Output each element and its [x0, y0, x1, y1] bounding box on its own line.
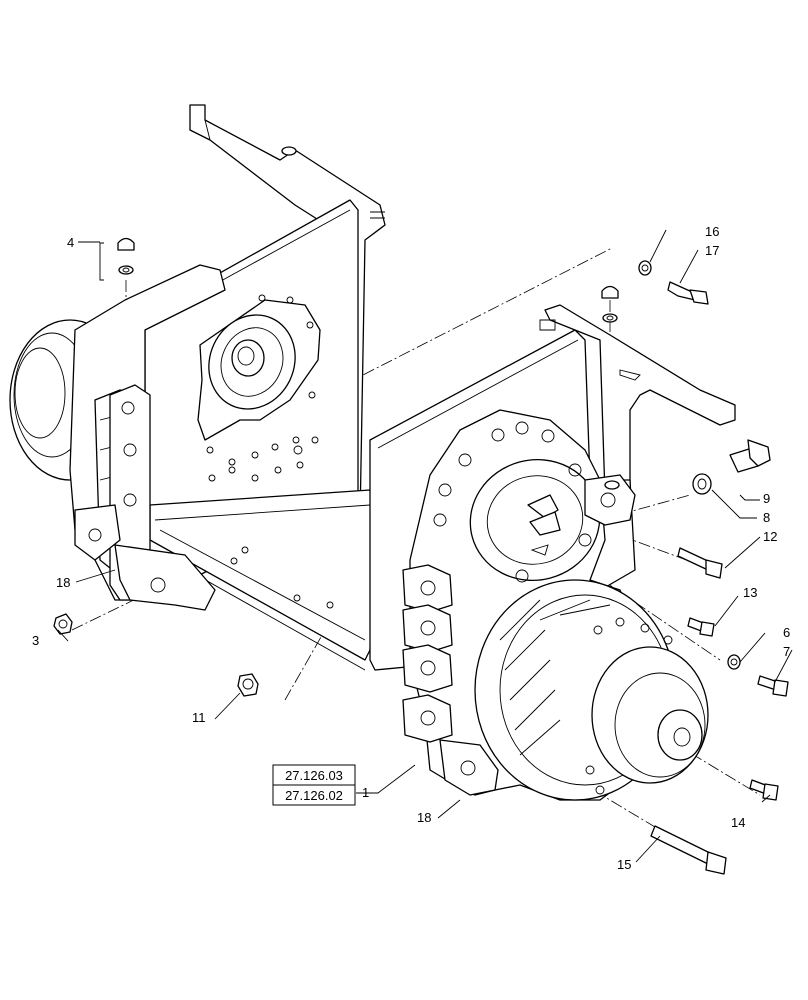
reference-link-27-126-02[interactable]: 27.126.02: [272, 784, 356, 806]
callout-18-right: 18: [417, 810, 431, 825]
grease-fitting-right: [601, 285, 619, 323]
reference-label-2: 27.126.02: [285, 788, 343, 803]
callout-8: 8: [763, 510, 770, 525]
washer-6: [727, 654, 741, 670]
callout-15: 15: [617, 857, 631, 872]
callout-13: 13: [743, 585, 757, 600]
callout-7: 7: [783, 644, 790, 659]
left-planetary-hub: [9, 264, 226, 611]
callout-1: 1: [362, 785, 369, 800]
callout-14: 14: [731, 815, 745, 830]
callout-12: 12: [763, 529, 777, 544]
callout-4: 4: [67, 235, 74, 250]
callout-3: 3: [32, 633, 39, 648]
bolt-9: [729, 439, 771, 473]
reference-label-1: 27.126.03: [285, 768, 343, 783]
nut-3: [53, 613, 73, 635]
washer-8: [692, 473, 712, 495]
washer-16: [638, 260, 652, 276]
leader-lines: [57, 229, 793, 863]
callout-6: 6: [783, 625, 790, 640]
bolt-17: [667, 281, 709, 305]
callout-18-left: 18: [56, 575, 70, 590]
reference-boxes: 27.126.03 27.126.02: [272, 764, 356, 806]
callout-17: 17: [705, 243, 719, 258]
callout-11: 11: [192, 710, 206, 725]
bolt-12: [677, 547, 723, 579]
right-planetary-hub: [402, 409, 709, 801]
callout-9: 9: [763, 491, 770, 506]
bolt-7: [757, 675, 789, 697]
grease-fitting-left: [117, 237, 135, 275]
bolt-15: [650, 825, 727, 875]
bolt-13: [687, 617, 715, 637]
bolt-14: [749, 779, 779, 801]
callout-16: 16: [705, 224, 719, 239]
reference-link-27-126-03[interactable]: 27.126.03: [272, 764, 356, 786]
nut-11: [237, 673, 259, 697]
callout-labels: 4 18 3 11 1 18 15 14 16 17 9 8 12 13 6 7: [32, 224, 790, 872]
right-support-bracket: [539, 304, 736, 501]
